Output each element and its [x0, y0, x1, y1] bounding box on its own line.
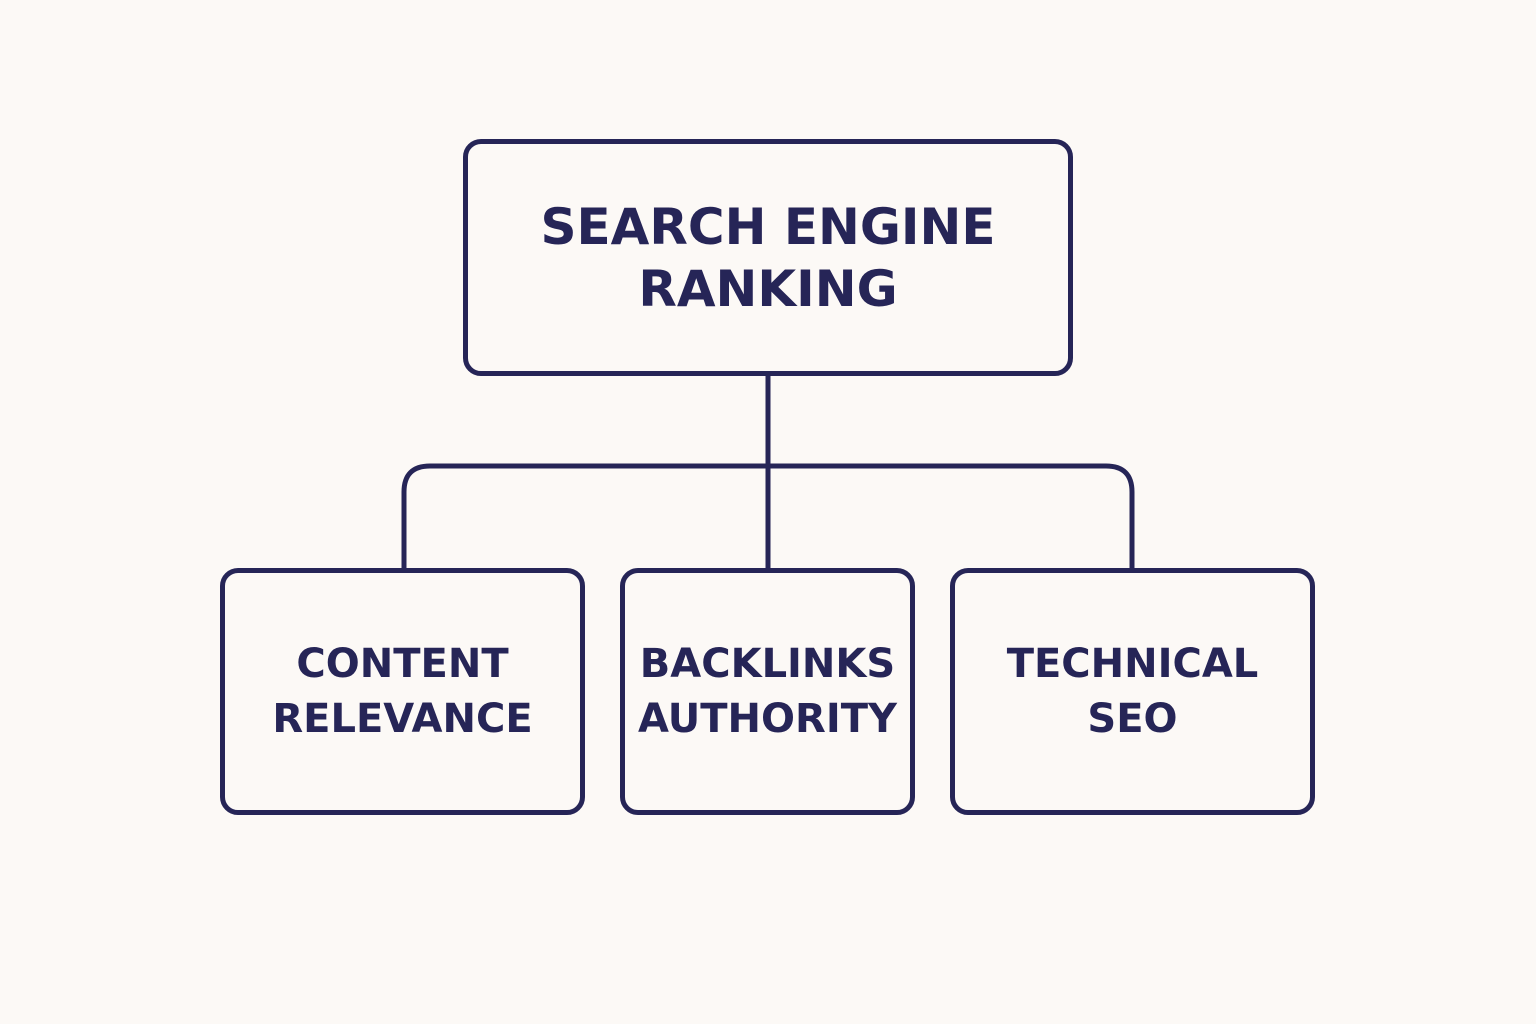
technical-node-label-line-1: TECHNICAL [1006, 640, 1259, 687]
root-node-search-engine-ranking: SEARCH ENGINE RANKING [463, 139, 1073, 376]
backlinks-node-label-line-2: AUTHORITY [638, 695, 897, 742]
content-node-label-line-1: CONTENT [296, 640, 509, 687]
child-node-content-relevance: CONTENT RELEVANCE [220, 568, 585, 815]
technical-node-label-line-2: SEO [1087, 695, 1178, 742]
content-node-label-line-2: RELEVANCE [272, 695, 533, 742]
backlinks-node-label-line-1: BACKLINKS [639, 640, 896, 687]
child-node-technical-seo: TECHNICAL SEO [950, 568, 1315, 815]
child-node-backlinks-authority: BACKLINKS AUTHORITY [620, 568, 915, 815]
root-node-label-line-2: RANKING [638, 259, 898, 318]
branch-bar-connector [401, 463, 1135, 568]
root-node-label-line-1: SEARCH ENGINE [540, 197, 996, 256]
